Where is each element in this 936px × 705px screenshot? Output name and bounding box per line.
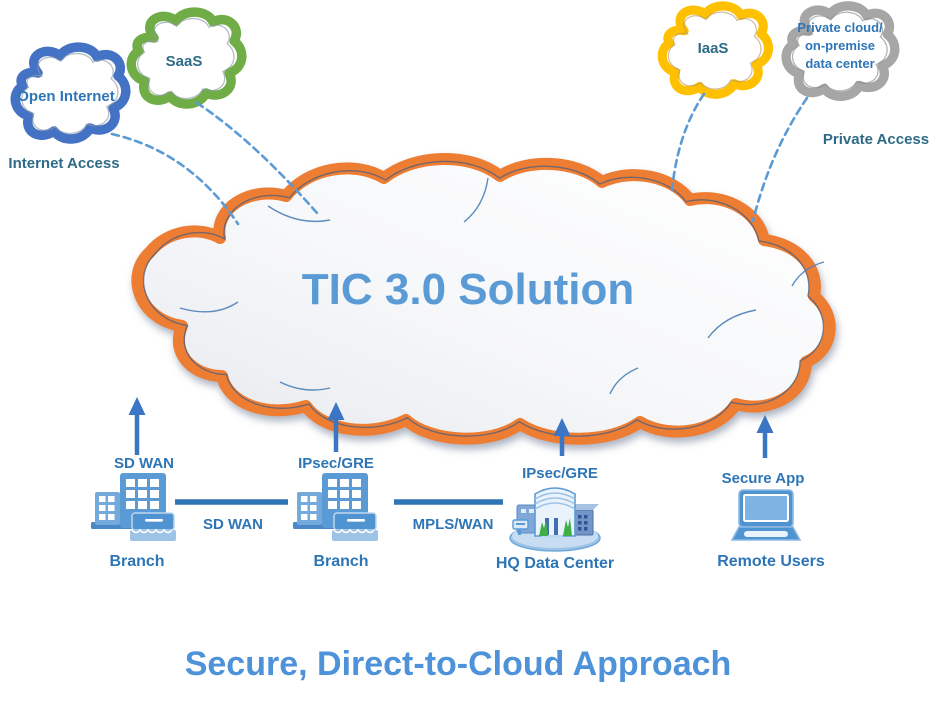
private-cloud-icon (781, 1, 900, 101)
private-access-label: Private Access (822, 131, 930, 148)
saas-label: SaaS (165, 53, 203, 70)
iaas-cloud-icon (657, 1, 773, 99)
link-label-mplswan: MPLS/WAN (412, 516, 494, 533)
diagram-subtitle: Secure, Direct-to-Cloud Approach (184, 645, 732, 683)
remote-users-laptop-icon (730, 489, 802, 541)
hq-datacenter-icon (509, 487, 601, 552)
branch1-label: Branch (109, 553, 165, 570)
private-cloud-label-line1: Private cloud/ (797, 20, 883, 35)
uplink-label-branch2: IPsec/GRE (298, 455, 374, 472)
branch2-label: Branch (313, 553, 369, 570)
internet-access-label: Internet Access (8, 155, 120, 172)
hq-datacenter-label: HQ Data Center (495, 555, 615, 572)
open-internet-cloud-icon (10, 42, 131, 144)
uplink-label-branch1: SD WAN (114, 455, 174, 472)
open-internet-label: Open Internet (17, 88, 115, 105)
main-cloud-accent-arcs (179, 177, 825, 395)
main-cloud-title: TIC 3.0 Solution (301, 265, 635, 314)
saas-cloud-icon (126, 7, 247, 109)
link-label-sdwan: SD WAN (203, 516, 263, 533)
private-cloud-label-line2: on-premise (804, 38, 876, 53)
iaas-label: IaaS (697, 40, 729, 57)
private-cloud-label-line3: data center (805, 56, 875, 71)
branch1-building-icon (91, 473, 176, 541)
uplink-label-hq: IPsec/GRE (522, 465, 598, 482)
remote-users-label: Remote Users (717, 553, 825, 570)
branch2-building-icon (293, 473, 378, 541)
uplink-label-remote: Secure App (721, 470, 805, 487)
